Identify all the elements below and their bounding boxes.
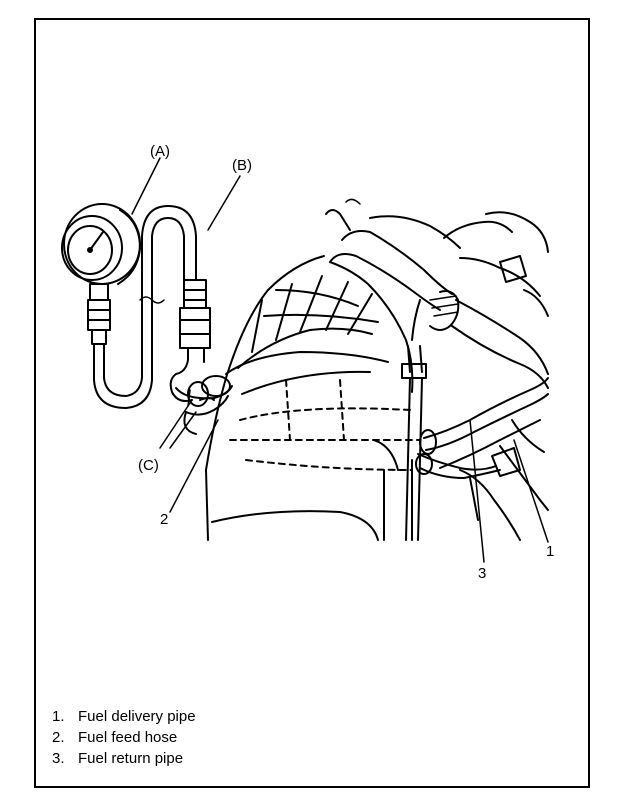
parts-legend: 1. Fuel delivery pipe 2. Fuel feed hose … (52, 706, 196, 769)
leader-lines (131, 157, 549, 563)
legend-number: 1. (52, 708, 65, 725)
callout-3: 3 (478, 565, 487, 582)
legend-text: Fuel feed hose (78, 729, 178, 746)
callout-a: (A) (150, 143, 170, 160)
engine-intake-body (205, 255, 421, 541)
legend-text: Fuel delivery pipe (78, 708, 196, 725)
callout-c: (C) (138, 457, 159, 474)
pressure-gauge (61, 203, 141, 285)
callout-b: (B) (232, 157, 252, 174)
diagram-frame (34, 18, 590, 788)
legend-item: 2. Fuel feed hose (52, 727, 196, 748)
hose-fitting-b (169, 279, 211, 402)
fuel-pipes (401, 299, 549, 541)
legend-number: 3. (52, 750, 65, 767)
legend-text: Fuel return pipe (78, 750, 184, 767)
upper-hoses (325, 198, 549, 389)
callout-1: 1 (546, 543, 555, 560)
legend-item: 3. Fuel return pipe (52, 748, 196, 769)
legend-item: 1. Fuel delivery pipe (52, 706, 196, 727)
gauge-hose (87, 205, 197, 409)
callout-2: 2 (160, 511, 169, 528)
legend-number: 2. (52, 729, 65, 746)
